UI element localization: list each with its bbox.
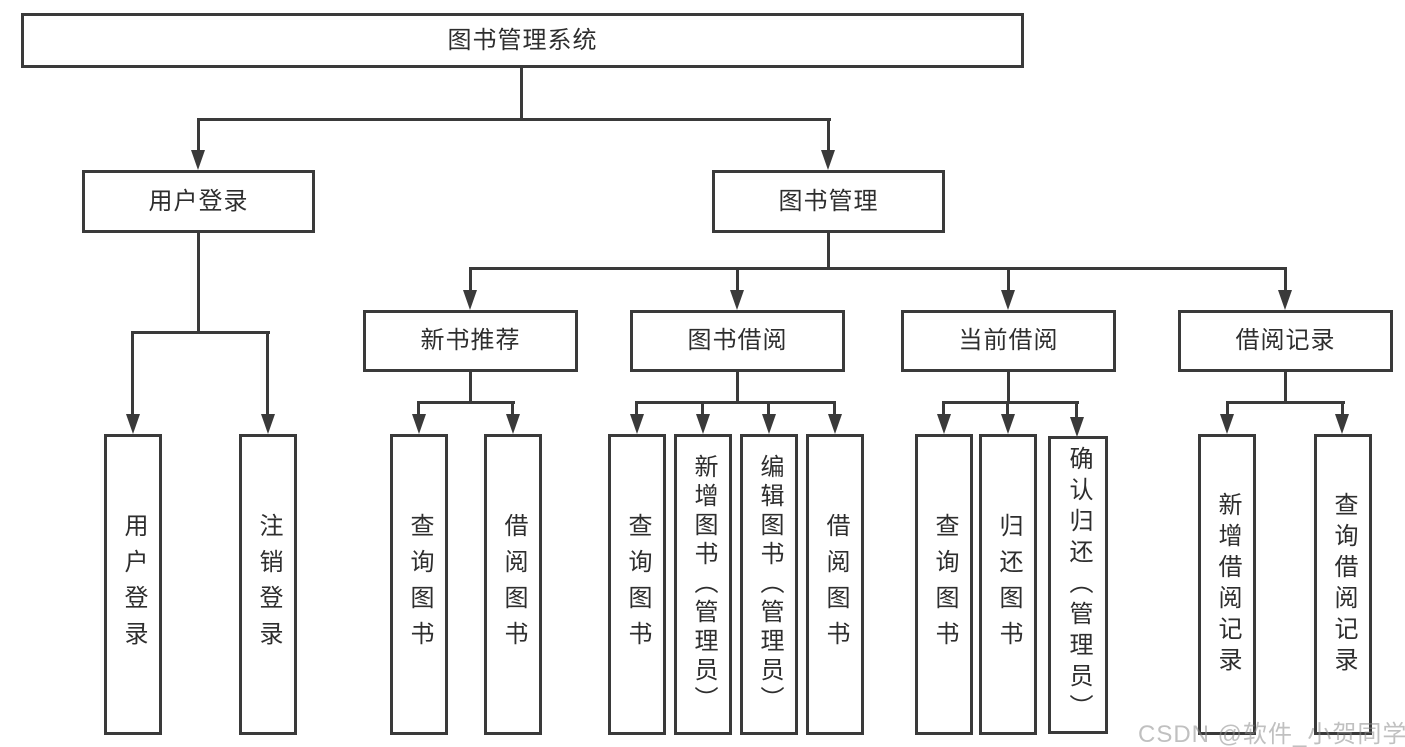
arrow-down-icon	[126, 414, 140, 434]
connector-borrow-bar	[635, 401, 836, 404]
leaf-user-login: 用户登录	[104, 434, 162, 735]
arrow-down-icon	[463, 290, 477, 310]
csdn-watermark: CSDN @软件_小贺同学	[1138, 721, 1405, 747]
arrow-down-icon	[1278, 290, 1292, 310]
node-book-management: 图书管理	[712, 170, 945, 233]
connector-records-drop-1	[1226, 401, 1229, 414]
leaf-borrow-query-books: 查询图书	[608, 434, 666, 735]
arrow-down-icon	[821, 150, 835, 170]
arrow-down-icon	[730, 290, 744, 310]
leaf-newbook-query-books: 查询图书	[390, 434, 448, 735]
leaf-borrow-edit-books-admin: 编辑图书（管理员）	[740, 434, 798, 735]
arrow-down-icon	[937, 414, 951, 434]
connector-root-drop-left	[197, 118, 200, 152]
arrow-down-icon	[506, 414, 520, 434]
connector-userlogin-drop-2	[266, 331, 269, 414]
connector-current-drop-3	[1075, 401, 1078, 418]
connector-records-drop-2	[1341, 401, 1344, 414]
arrow-down-icon	[1335, 414, 1349, 434]
arrow-down-icon	[696, 414, 710, 434]
arrow-down-icon	[261, 414, 275, 434]
leaf-current-query-books: 查询图书	[915, 434, 973, 735]
connector-current-drop-2	[1006, 401, 1009, 414]
connector-root-stem	[520, 68, 523, 120]
connector-newbook-bar	[417, 401, 515, 404]
connector-root-drop-right	[827, 118, 830, 152]
connector-newbook-drop-2	[511, 401, 514, 414]
arrow-down-icon	[828, 414, 842, 434]
node-borrowing-records: 借阅记录	[1178, 310, 1393, 372]
connector-borrow-drop-4	[833, 401, 836, 414]
leaf-records-add-record: 新增借阅记录	[1198, 434, 1256, 735]
connector-records-bar	[1226, 401, 1345, 404]
connector-bookmgmt-drop-4	[1284, 267, 1287, 290]
leaf-newbook-borrow-books: 借阅图书	[484, 434, 542, 735]
arrow-down-icon	[630, 414, 644, 434]
arrow-down-icon	[1070, 417, 1084, 437]
leaf-current-confirm-return-admin: 确认归还（管理员）	[1048, 436, 1108, 734]
node-new-book-recommend: 新书推荐	[363, 310, 578, 372]
connector-bookmgmt-drop-2	[736, 267, 739, 290]
arrow-down-icon	[1001, 290, 1015, 310]
leaf-borrow-add-books-admin: 新增图书（管理员）	[674, 434, 732, 735]
leaf-borrow-borrow-books: 借阅图书	[806, 434, 864, 735]
connector-current-bar	[942, 401, 1079, 404]
arrow-down-icon	[412, 414, 426, 434]
connector-borrow-drop-3	[767, 401, 770, 414]
arrow-down-icon	[1001, 414, 1015, 434]
node-library-management-system: 图书管理系统	[21, 13, 1024, 68]
connector-bookmgmt-drop-1	[469, 267, 472, 290]
leaf-logout: 注销登录	[239, 434, 297, 735]
arrow-down-icon	[1220, 414, 1234, 434]
node-book-borrowing: 图书借阅	[630, 310, 845, 372]
connector-userlogin-drop-1	[131, 331, 134, 414]
connector-bookmgmt-stem	[827, 233, 830, 269]
connector-root-bar	[197, 118, 831, 121]
node-current-borrowing: 当前借阅	[901, 310, 1116, 372]
connector-bookmgmt-bar	[469, 267, 1286, 270]
connector-userlogin-bar	[131, 331, 270, 334]
node-user-login: 用户登录	[82, 170, 315, 233]
connector-newbook-drop-1	[417, 401, 420, 414]
connector-current-drop-1	[942, 401, 945, 414]
connector-current-stem	[1007, 372, 1010, 403]
connector-userlogin-stem	[197, 233, 200, 333]
leaf-records-query-record: 查询借阅记录	[1314, 434, 1372, 735]
leaf-current-return-books: 归还图书	[979, 434, 1037, 735]
connector-records-stem	[1284, 372, 1287, 403]
arrow-down-icon	[762, 414, 776, 434]
connector-borrow-drop-2	[701, 401, 704, 414]
arrow-down-icon	[191, 150, 205, 170]
connector-newbook-stem	[469, 372, 472, 403]
connector-borrow-stem	[736, 372, 739, 403]
connector-borrow-drop-1	[635, 401, 638, 414]
connector-bookmgmt-drop-3	[1007, 267, 1010, 290]
